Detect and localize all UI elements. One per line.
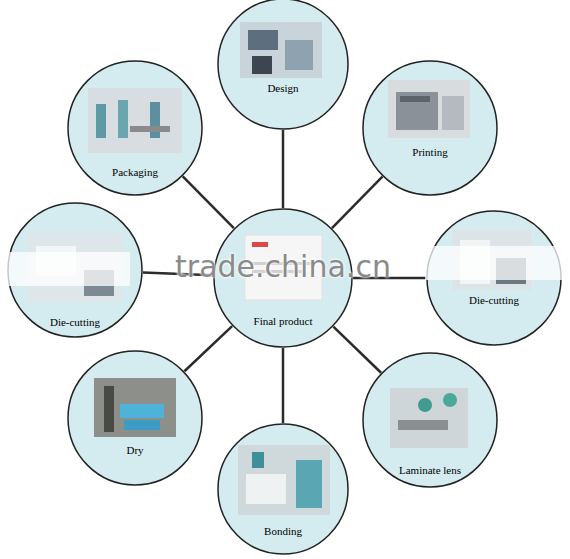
circle-outline [218, 0, 348, 129]
photo [390, 388, 468, 448]
step-label: Bonding [217, 523, 349, 539]
circle-outline [218, 424, 348, 554]
step-label: Dry [67, 442, 203, 458]
photo [238, 445, 330, 515]
step-label: Die-cutting [426, 292, 562, 308]
spoke-line [332, 177, 382, 228]
spoke-line [282, 348, 285, 423]
step-label: Design [217, 80, 349, 96]
watermark: trade.china.cn [175, 249, 391, 284]
step-label: Printing [362, 144, 498, 160]
step-label: Final product [213, 313, 353, 329]
watermark-blur [0, 246, 570, 286]
circle-outline [68, 351, 202, 485]
spoke-line [282, 130, 285, 208]
step-label: Packaging [67, 164, 203, 180]
circle-outline [68, 61, 202, 195]
photo [240, 22, 322, 78]
spoke-line [184, 326, 232, 371]
spoke-line [183, 176, 234, 228]
step-label: Laminate lens [362, 462, 498, 478]
spoke-line [333, 327, 381, 373]
circle-outline [363, 353, 497, 487]
photo [94, 378, 176, 437]
step-label: Die-cutting [7, 314, 143, 330]
photo [88, 88, 182, 153]
circle-outline [363, 61, 497, 195]
photo [388, 80, 470, 138]
